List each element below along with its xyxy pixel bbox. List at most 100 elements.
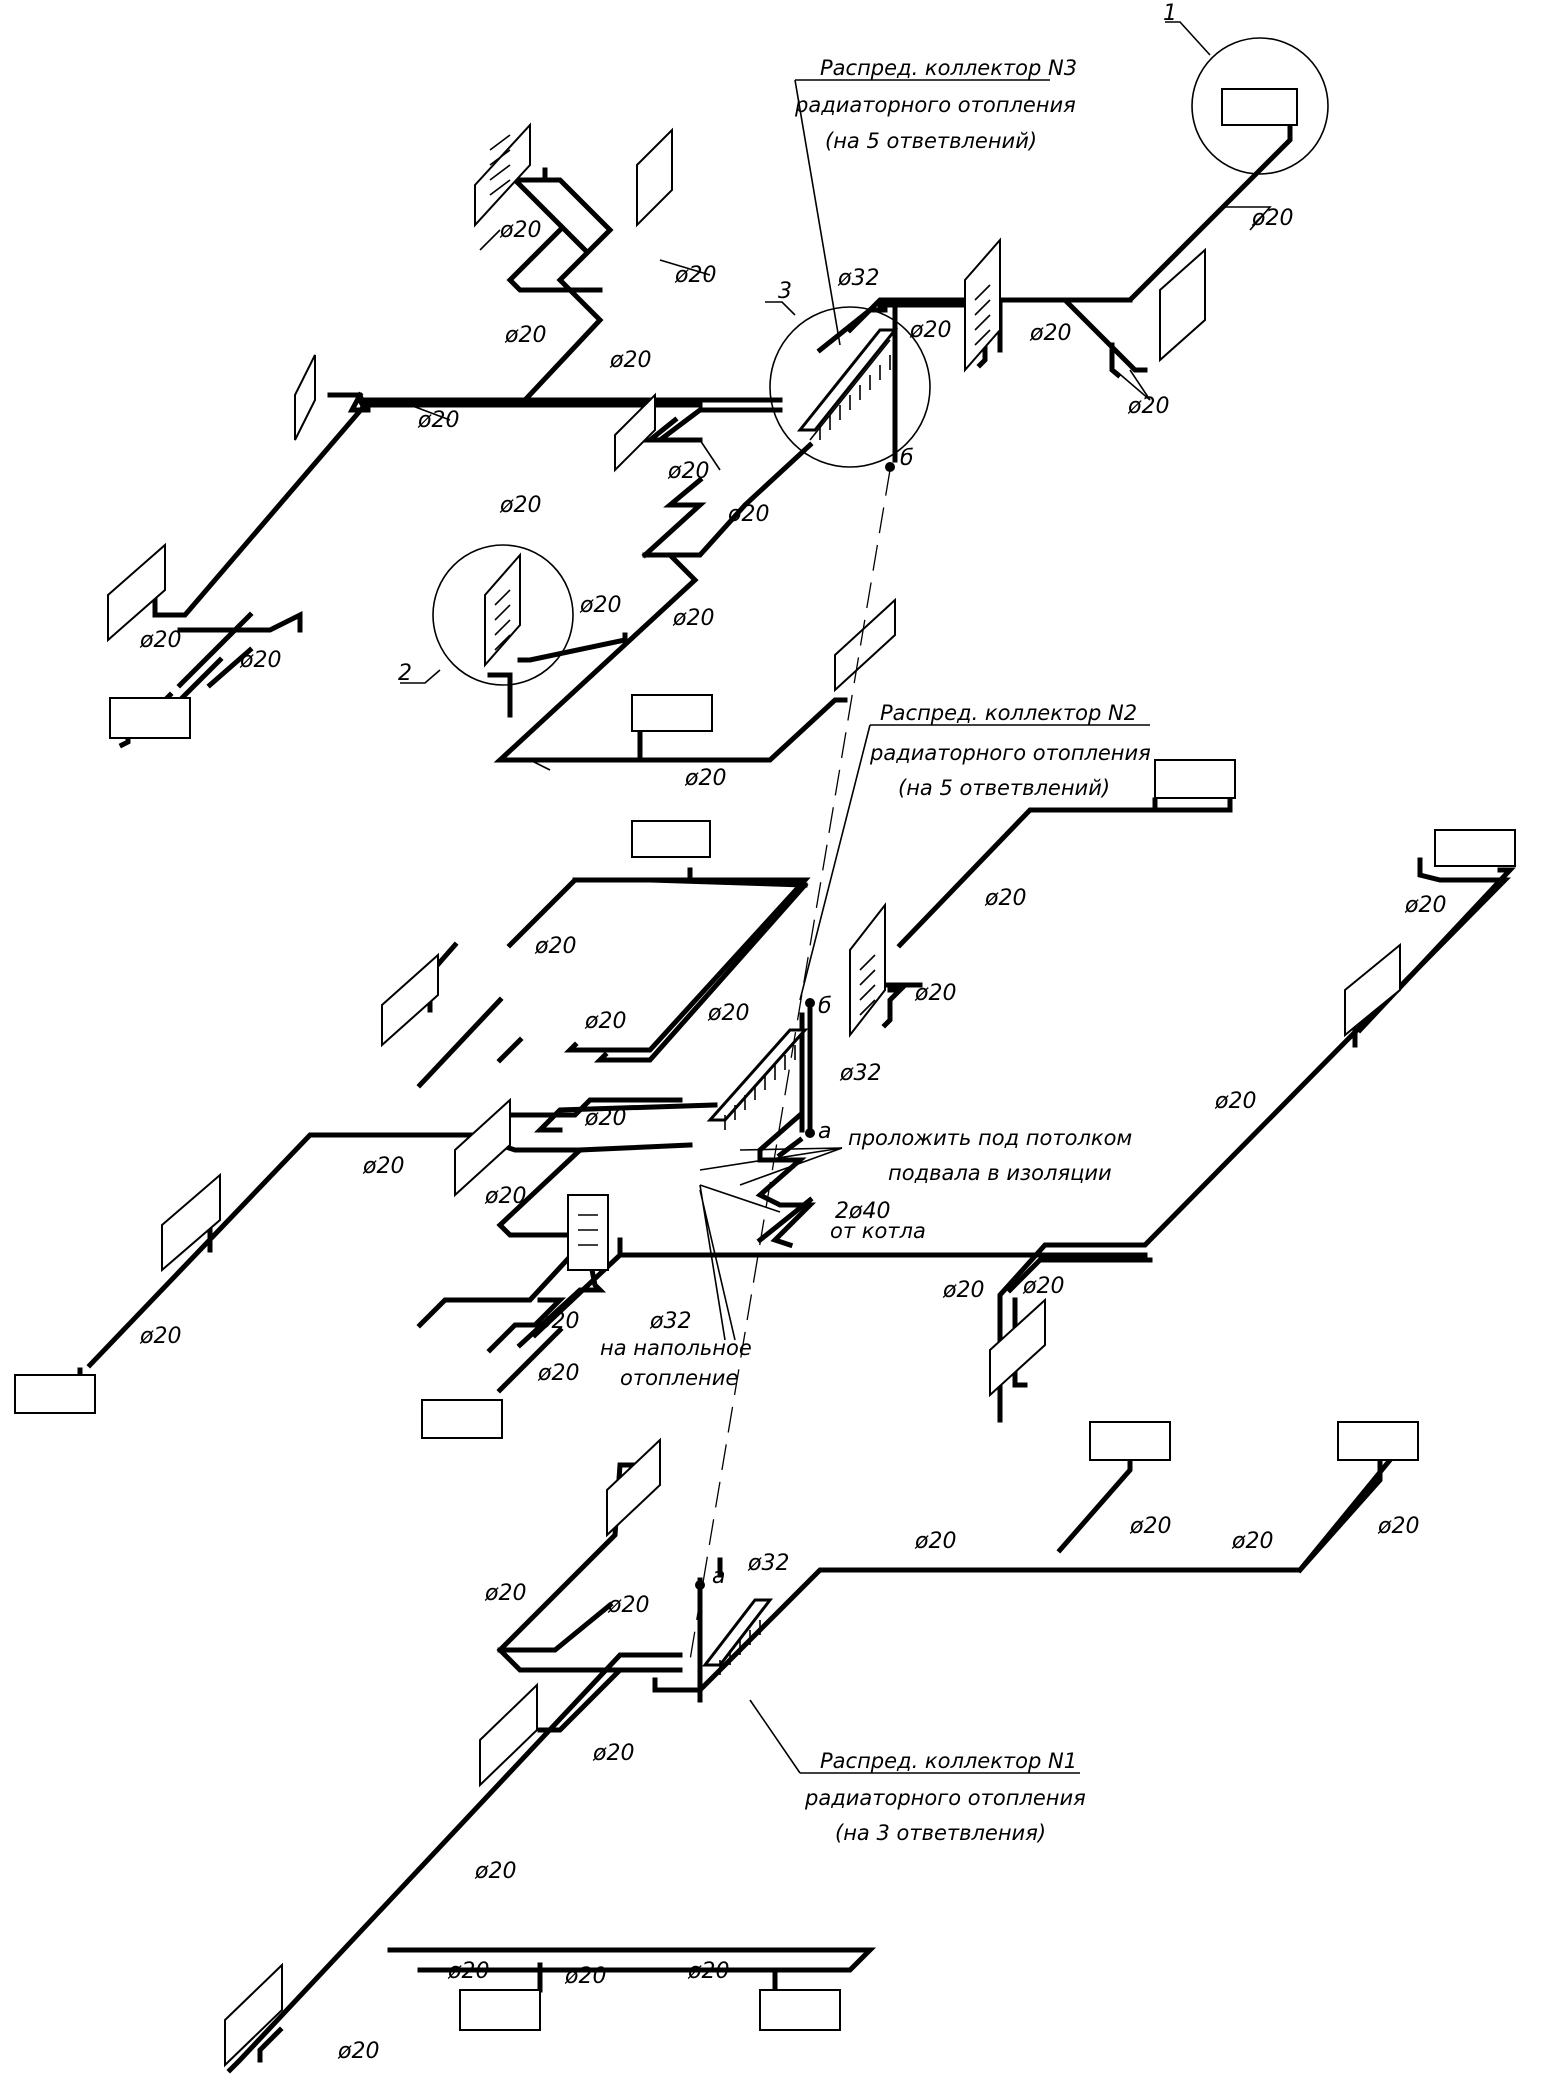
radiator — [109, 697, 191, 739]
radiator — [474, 122, 531, 228]
point-b-top: б — [900, 446, 914, 471]
d20-label: ø20 — [584, 1009, 626, 1034]
radiator — [484, 552, 521, 668]
callout-2: 2 — [398, 661, 412, 686]
collector-3-line3: (на 5 ответвлений) — [825, 129, 1037, 153]
d32-label: ø32 — [839, 1061, 881, 1086]
radiator — [294, 354, 316, 441]
radiator — [849, 902, 886, 1038]
d20-label: ø20 — [337, 2039, 379, 2064]
radiator — [1337, 1421, 1419, 1461]
radiator — [421, 1399, 503, 1439]
d20-label: ø20 — [674, 263, 716, 288]
collector-3-line1: Распред. коллектор N3 — [820, 56, 1077, 80]
d32-label: ø32 — [837, 266, 879, 291]
detail-circle-3 — [769, 306, 931, 468]
radiator — [759, 1989, 841, 2031]
d20-label: ø20 — [499, 218, 541, 243]
radiator — [834, 597, 896, 693]
floor-heating-diameter: ø32 — [649, 1309, 691, 1334]
d20-label: ø20 — [537, 1361, 579, 1386]
radiator — [964, 237, 1001, 373]
d20-label: ø20 — [584, 1106, 626, 1131]
d20-label: ø20 — [534, 934, 576, 959]
d20-label: ø20 — [504, 323, 546, 348]
d20-label: ø20 — [239, 648, 281, 673]
radiator — [161, 1172, 221, 1273]
d20-label: ø20 — [139, 1324, 181, 1349]
radiator — [224, 1962, 283, 2068]
collector-1-line1: Распред. коллектор N1 — [820, 1749, 1077, 1773]
d32-label: ø32 — [747, 1551, 789, 1576]
basement-note-line2: подвала в изоляции — [888, 1161, 1112, 1185]
radiator — [1089, 1421, 1171, 1461]
floor-3-pipes — [118, 115, 1293, 763]
radiator — [636, 127, 673, 228]
basement-note-line1: проложить под потолком — [848, 1126, 1132, 1150]
d20-label: ø20 — [609, 348, 651, 373]
point-a-bottom: а — [712, 1564, 725, 1589]
floor-heating-line2: отопление — [620, 1366, 738, 1390]
d20-label: ø20 — [447, 1959, 489, 1984]
callout-1: 1 — [1163, 1, 1177, 26]
collector-1 — [701, 1598, 774, 1675]
radiator — [567, 1194, 609, 1271]
d20-label: ø20 — [707, 1001, 749, 1026]
d20-label: ø20 — [1029, 321, 1071, 346]
d20-label: ø20 — [1251, 206, 1293, 231]
radiator — [1221, 88, 1298, 126]
d20-label: ø20 — [484, 1184, 526, 1209]
radiator — [606, 1437, 661, 1538]
floor-1-pipes — [226, 1447, 1394, 2074]
d20-label: ø20 — [1022, 1274, 1064, 1299]
radiator — [1159, 247, 1206, 363]
collector-1-line2: радиаторного отопления — [804, 1786, 1086, 1810]
collector-3 — [796, 328, 899, 441]
radiator — [454, 1097, 511, 1198]
floor-heating-line1: на напольное — [600, 1336, 752, 1360]
d20-label: ø20 — [564, 1964, 606, 1989]
radiator — [107, 542, 166, 643]
boiler-note: от котла — [830, 1219, 926, 1243]
radiator — [631, 820, 711, 858]
callout-3: 3 — [778, 279, 792, 304]
collector-2-line3: (на 5 ответвлений) — [898, 776, 1110, 800]
radiator — [14, 1374, 96, 1414]
collector-2-line1: Распред. коллектор N2 — [880, 701, 1137, 725]
d20-label: ø20 — [1404, 893, 1446, 918]
radiator — [1434, 829, 1516, 867]
d20-label: ø20 — [942, 1278, 984, 1303]
d20-label: ø20 — [484, 1581, 526, 1606]
collector-1-line3: (на 3 ответвления) — [835, 1821, 1046, 1845]
radiator — [614, 392, 656, 473]
d20-label: ø20 — [1377, 1514, 1419, 1539]
d20-label: ø20 — [984, 886, 1026, 911]
riser-points — [695, 462, 895, 1590]
point-b-mid: б — [818, 994, 832, 1019]
d20-label: ø20 — [1127, 394, 1169, 419]
d20-label: ø20 — [672, 606, 714, 631]
collector-2-line2: радиаторного отопления — [869, 741, 1151, 765]
d20-label: ø20 — [727, 502, 769, 527]
detail-circle-1 — [1191, 37, 1329, 175]
detail-circles — [400, 21, 1329, 686]
d20-label: ø20 — [537, 1309, 579, 1334]
floor-3-radiators — [107, 88, 1298, 739]
floor-1-radiators — [224, 1421, 1419, 2068]
d20-label: ø20 — [687, 1959, 729, 1984]
leader-lines — [409, 79, 1272, 1774]
d20-label: ø20 — [362, 1154, 404, 1179]
d20-label: ø20 — [474, 1859, 516, 1884]
collector-3-line2: радиаторного отопления — [794, 93, 1076, 117]
d20-label: ø20 — [1231, 1529, 1273, 1554]
collector-2 — [706, 1028, 809, 1130]
floor-2-radiators — [14, 759, 1516, 1439]
point-a-mid: а — [818, 1119, 831, 1144]
d20-label: ø20 — [592, 1741, 634, 1766]
d20-label: ø20 — [667, 459, 709, 484]
radiator — [1154, 759, 1236, 799]
d20-label: ø20 — [684, 766, 726, 791]
boiler-diameter: 2ø40 — [835, 1199, 890, 1224]
radiator — [1344, 942, 1401, 1038]
